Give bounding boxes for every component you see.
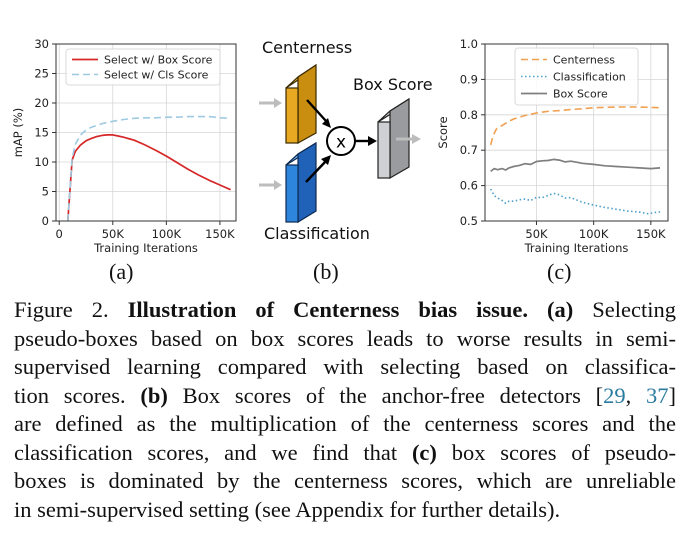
x-tick-label: 150K [205, 227, 235, 241]
caption-bold-text: (a) [547, 297, 574, 322]
centerness-input-arrow [259, 98, 282, 108]
y-tick-label: 1.0 [460, 37, 478, 51]
box-score-diagram: x Centerness Box Score Classification [259, 38, 433, 243]
caption-text: are defined as the multiplication of the… [14, 411, 676, 436]
y-tick-label: 10 [34, 155, 49, 169]
classification-block [285, 141, 317, 224]
y-tick-label: 0.6 [460, 179, 478, 193]
x-tick-label: 0 [56, 227, 63, 241]
caption-line: pseudo-boxes based on box scores leads t… [14, 325, 676, 354]
legend-label: Select w/ Cls Score [104, 69, 209, 82]
legend-box [65, 48, 221, 86]
figure-caption: Figure 2. Illustration of Centerness bia… [14, 296, 676, 524]
caption-bold-text: (c) [411, 439, 437, 465]
caption-line: classification scores, and we find that … [14, 439, 676, 468]
plot-frame [484, 43, 669, 222]
caption-bold-text: (b) [140, 382, 168, 408]
sublabel-a: (a) [109, 259, 133, 284]
series-line-centerness [489, 106, 661, 146]
series-line-box-score [490, 158, 661, 173]
caption-line: boxes is dominated by the centerness sco… [14, 467, 676, 496]
x-tick-label: 50K [525, 227, 548, 241]
legend-label: Classification [553, 71, 626, 84]
x-axis-label: Training Iterations [524, 241, 629, 255]
sublabel-b: (b) [313, 259, 339, 284]
series-line-classification [489, 188, 661, 215]
caption-text: ] [668, 382, 677, 408]
y-tick-label: 15 [34, 126, 49, 140]
classification-input-arrow [259, 180, 282, 190]
caption-text [528, 297, 547, 322]
series-line-select-w-cls-score [67, 115, 231, 222]
y-axis-label: Score [436, 116, 450, 148]
x-tick-label: 150K [636, 227, 666, 241]
caption-text: supervised learning compared with select… [14, 354, 676, 379]
caption-text: in semi-supervised setting (see Appendix… [14, 496, 561, 522]
classification-to-multiply-arrow [305, 155, 331, 183]
caption-bold-text: Illustration of Centerness bias issue. [127, 297, 529, 322]
caption-line: tion scores. (b) Box scores of the ancho… [14, 382, 676, 411]
x-tick-label: 100K [152, 227, 182, 241]
multiply-symbol: x [336, 133, 346, 153]
caption-text: pseudo-boxes based on box scores leads t… [14, 325, 676, 351]
caption-text: box scores of pseudo- [436, 439, 676, 465]
centerness-to-multiply-arrow [306, 99, 331, 128]
caption-line: are defined as the multiplication of the… [14, 410, 676, 439]
caption-line: in semi-supervised setting (see Appendix… [14, 496, 676, 525]
y-tick-label: 0.5 [460, 214, 478, 228]
caption-text: tion scores. [14, 382, 141, 408]
y-tick-label: 0.9 [460, 72, 478, 86]
caption-line: Figure 2. Illustration of Centerness bia… [14, 296, 676, 325]
legend-label: Centerness [553, 54, 615, 67]
legend-box [514, 47, 639, 106]
caption-text: , [625, 382, 647, 408]
y-tick-label: 0 [42, 214, 49, 228]
y-tick-label: 20 [34, 96, 49, 110]
y-tick-label: 25 [34, 67, 49, 81]
y-tick-label: 30 [34, 37, 49, 51]
y-tick-label: 0.8 [460, 108, 478, 122]
classification-label: Classification [264, 224, 370, 243]
x-tick-label: 100K [579, 227, 609, 241]
x-axis-label: Training Iterations [93, 241, 198, 255]
caption-line: supervised learning compared with select… [14, 353, 676, 382]
y-tick-label: 0.7 [460, 143, 478, 157]
series-line-select-w-box-score [66, 134, 231, 222]
y-axis-label: mAP (%) [11, 108, 25, 158]
caption-text: Selecting [573, 297, 676, 322]
box-score-label: Box Score [353, 75, 433, 94]
legend-label: Select w/ Box Score [104, 54, 213, 67]
caption-text: classification scores, and we find that [14, 439, 412, 465]
y-tick-label: 5 [42, 185, 49, 199]
x-tick-label: 50K [102, 227, 125, 241]
citation-link[interactable]: 37 [646, 382, 669, 408]
caption-text: Box scores of the anchor-free detectors … [167, 382, 604, 408]
caption-text: Figure 2. [14, 297, 128, 322]
legend-label: Box Score [553, 88, 608, 101]
centerness-label: Centerness [262, 38, 352, 57]
sublabel-c: (c) [547, 259, 571, 284]
caption-text: boxes is dominated by the centerness sco… [14, 468, 676, 493]
box-score-output-arrow [396, 134, 421, 144]
multiply-to-box-score-arrow [355, 136, 377, 146]
citation-link[interactable]: 29 [603, 382, 626, 408]
centerness-block [285, 63, 317, 145]
